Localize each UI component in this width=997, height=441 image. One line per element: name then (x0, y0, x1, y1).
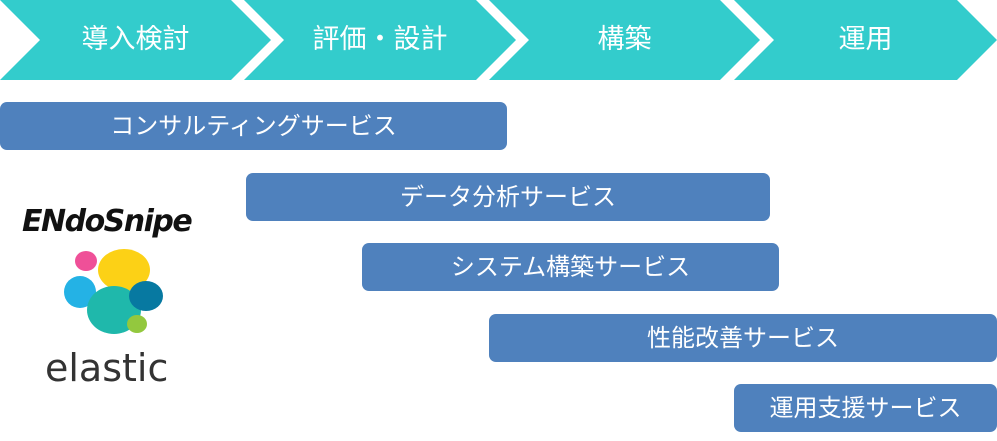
phase-arrow-4 (734, 0, 997, 80)
phase-label-operation: 運用 (838, 24, 893, 55)
phase-arrow-1 (0, 0, 271, 80)
elastic-logo-text: elastic (45, 346, 169, 390)
service-bar-consulting: コンサルティングサービス (0, 102, 507, 150)
phase-label-review: 導入検討 (81, 24, 190, 55)
phase-label-evaluation-design: 評価・設計 (312, 24, 448, 55)
phase-arrow-3 (489, 0, 760, 80)
elastic-logo-mark (64, 249, 163, 334)
service-bar-data-analysis: データ分析サービス (246, 173, 770, 221)
service-bar-operation-support: 運用支援サービス (734, 384, 997, 432)
phase-arrow-2 (244, 0, 516, 80)
endosnipe-logo: ENdoSnipe (22, 204, 193, 239)
phase-label-build: 構築 (597, 24, 652, 55)
phase-chevrons (0, 0, 997, 80)
service-bar-system-build: システム構築サービス (362, 243, 779, 291)
service-bar-performance: 性能改善サービス (489, 314, 997, 362)
